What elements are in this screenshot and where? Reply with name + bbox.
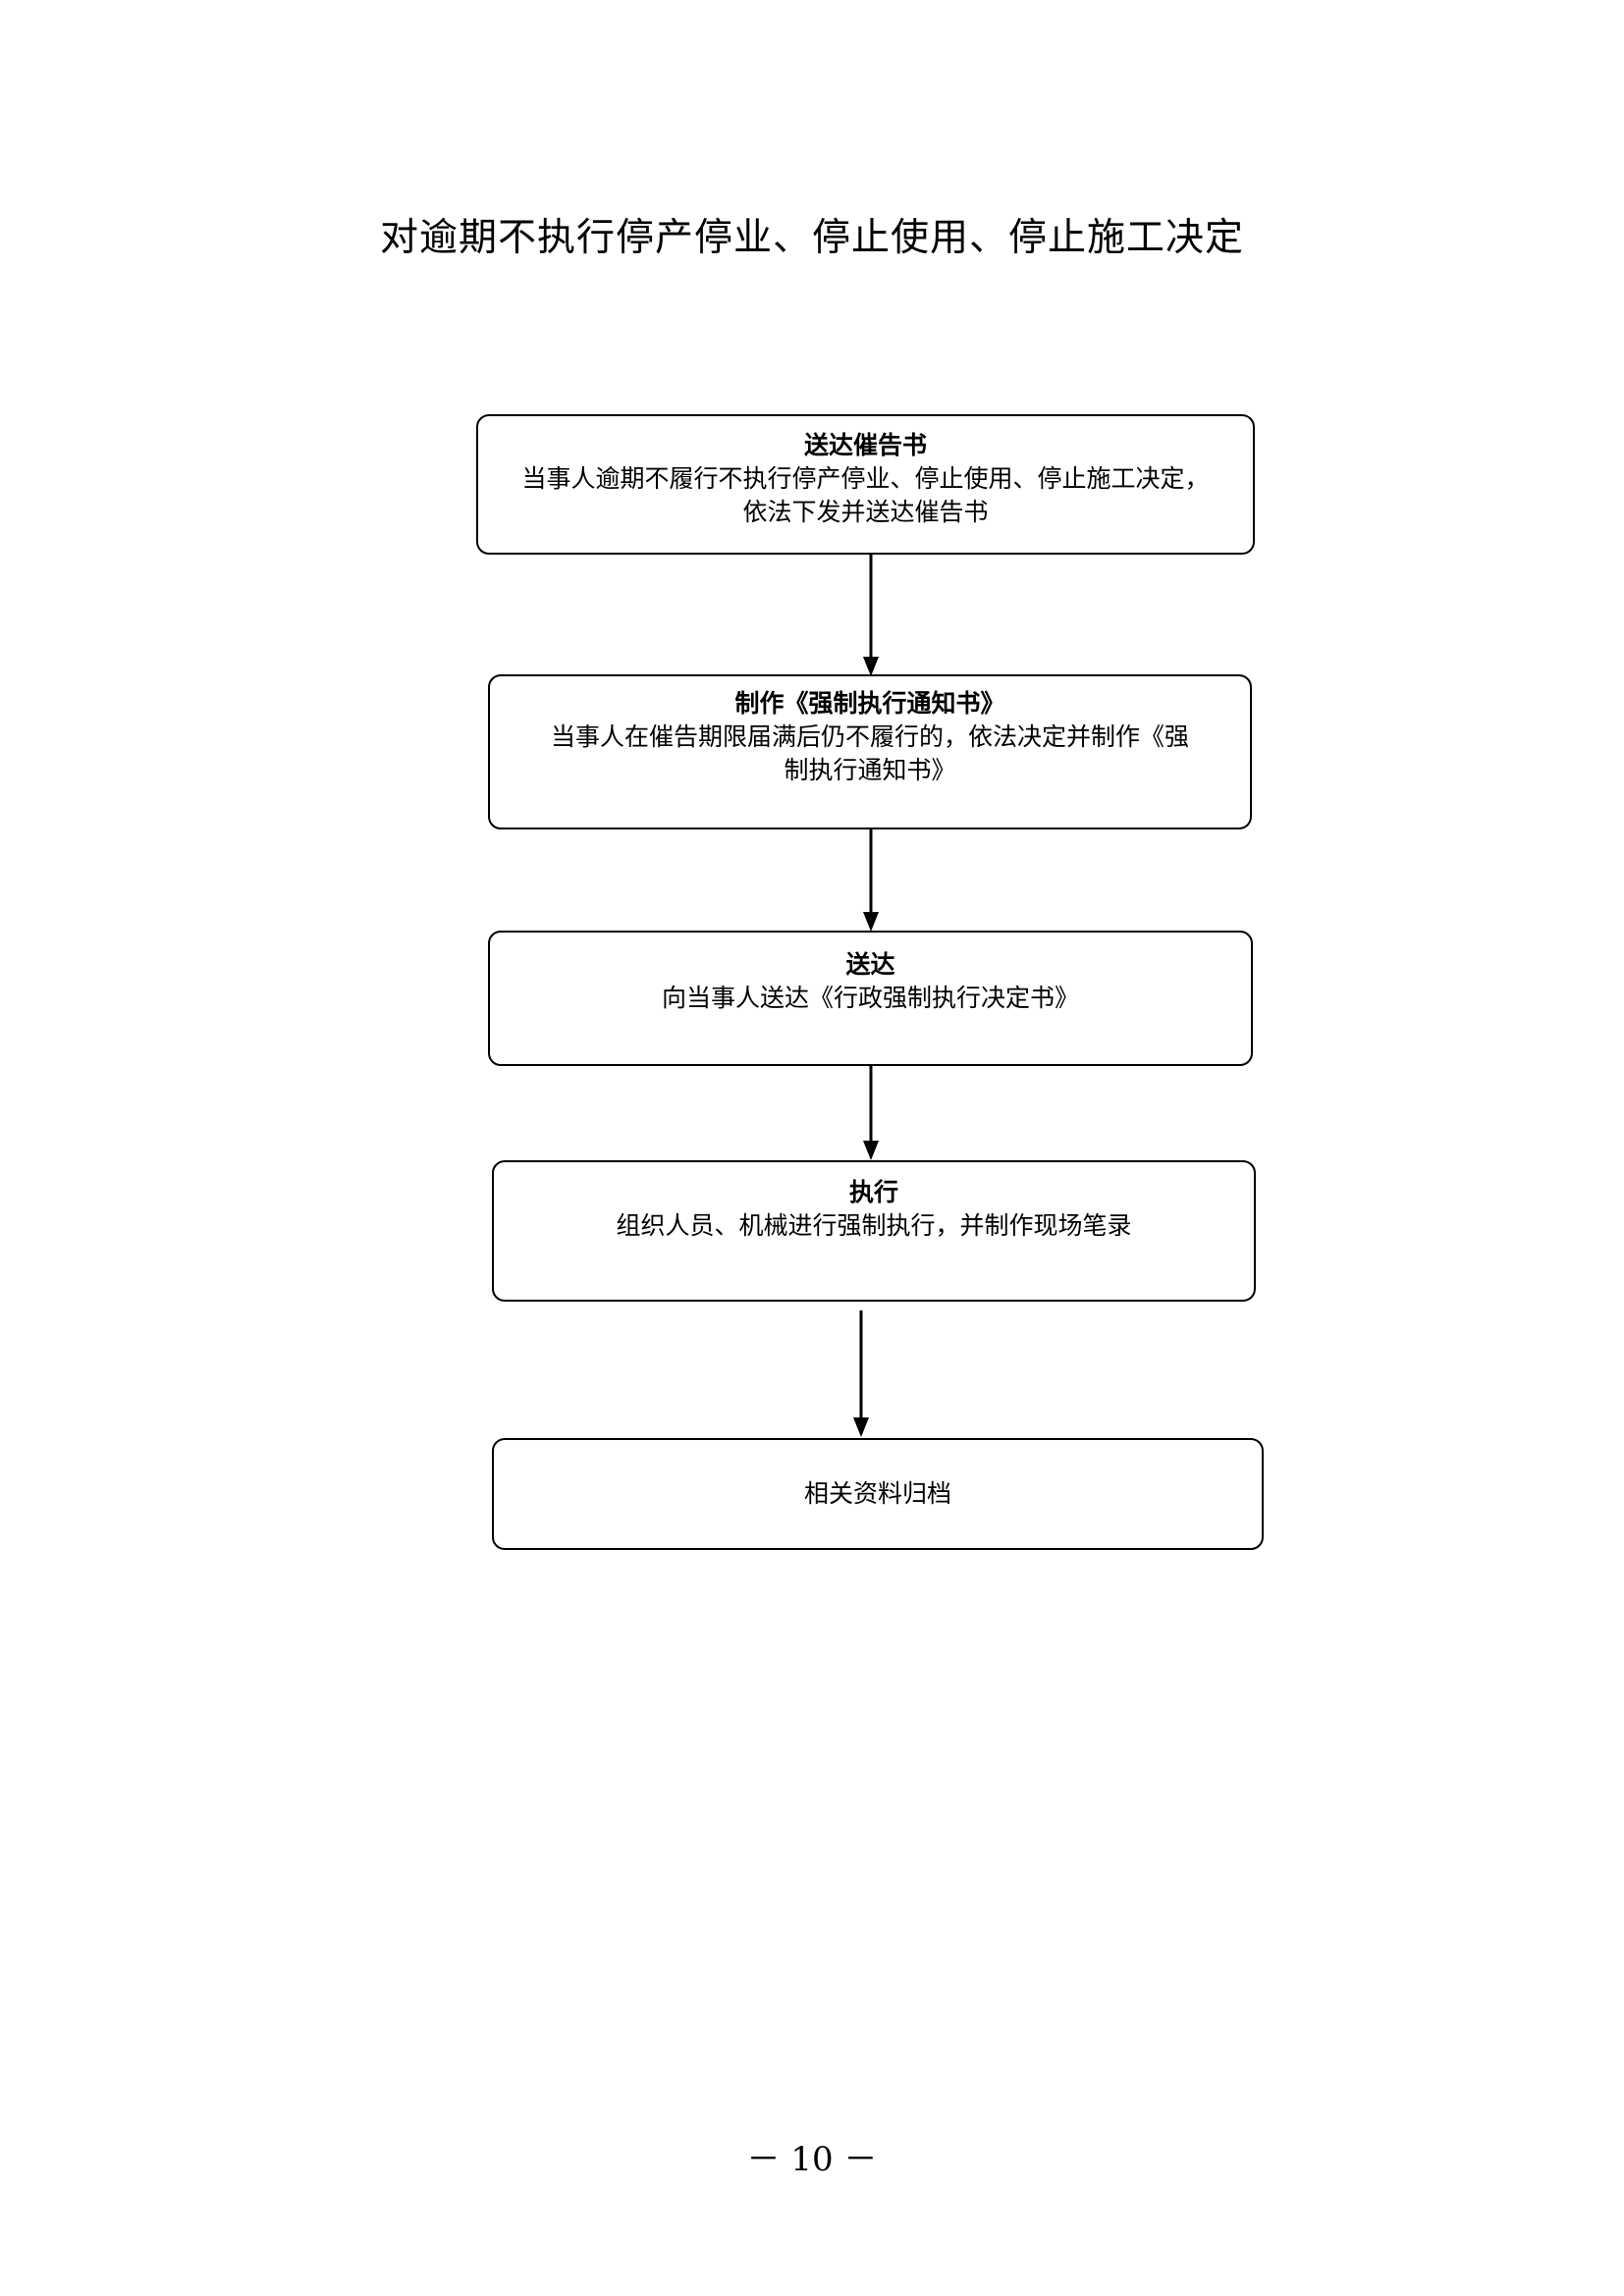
step-title: 执行 xyxy=(848,1178,898,1206)
arrow-step4-to-step5 xyxy=(853,1310,869,1437)
page-title: 对逾期不执行停产停业、停止使用、停止施工决定 xyxy=(379,216,1244,260)
step-description-line: 当事人逾期不履行不执行停产停业、停止使用、停止施工决定， xyxy=(521,464,1210,493)
flow-step-archive: 相关资料归档 xyxy=(492,1438,1264,1550)
step-description-line: 相关资料归档 xyxy=(803,1479,951,1508)
arrow-step1-to-step2 xyxy=(863,550,879,676)
step-description-line: 当事人在催告期限届满后仍不履行的，依法决定并制作《强 xyxy=(550,722,1189,751)
page-number: － 10 － xyxy=(746,2140,878,2179)
step-title: 送达催告书 xyxy=(803,431,927,459)
step-description-line: 向当事人送达《行政强制执行决定书》 xyxy=(661,984,1079,1012)
flow-step-deliver-notice: 送达催告书 当事人逾期不履行不执行停产停业、停止使用、停止施工决定， 依法下发并… xyxy=(476,414,1255,555)
step-description-line: 依法下发并送达催告书 xyxy=(742,498,989,526)
arrow-step3-to-step4 xyxy=(863,1065,879,1160)
step-description-line: 组织人员、机械进行强制执行，并制作现场笔录 xyxy=(616,1211,1132,1240)
step-title: 送达 xyxy=(845,950,895,979)
arrow-step2-to-step3 xyxy=(863,823,879,932)
flow-step-execute: 执行 组织人员、机械进行强制执行，并制作现场笔录 xyxy=(492,1160,1256,1302)
flow-step-enforcement-notice: 制作《强制执行通知书》 当事人在催告期限届满后仍不履行的，依法决定并制作《强 制… xyxy=(488,674,1252,829)
step-description-line: 制执行通知书》 xyxy=(784,756,956,784)
step-title: 制作《强制执行通知书》 xyxy=(734,689,1005,718)
flow-step-deliver-decision: 送达 向当事人送达《行政强制执行决定书》 xyxy=(488,931,1253,1066)
